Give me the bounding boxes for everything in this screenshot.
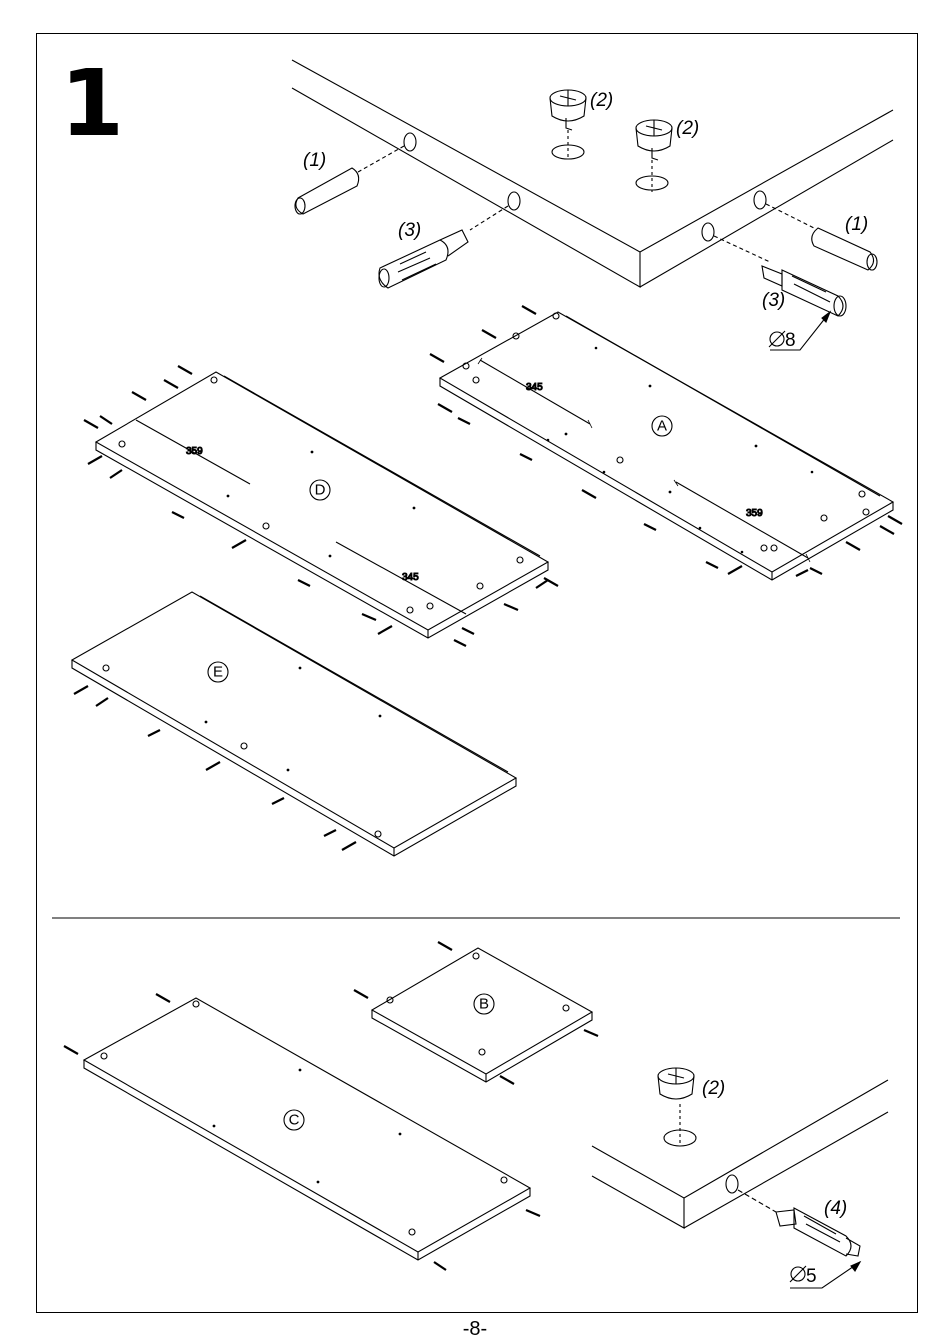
panel-label-a: A bbox=[657, 418, 667, 435]
cam-bolt-icon bbox=[761, 265, 847, 317]
detail-board-bottom bbox=[591, 1079, 889, 1229]
dowels-panel-d bbox=[83, 365, 559, 647]
cam-bolt-callout: (3) bbox=[398, 220, 421, 241]
diameter-8-label: 8 bbox=[785, 330, 796, 351]
dowel-icon bbox=[294, 167, 360, 215]
cam-bolt-icon bbox=[378, 229, 469, 289]
diameter-5-leader bbox=[789, 1260, 862, 1289]
dimension-345-d: 345 bbox=[402, 572, 419, 583]
dowels-panel-e bbox=[73, 685, 357, 851]
detail-board-top bbox=[291, 59, 894, 288]
panel-d bbox=[94, 371, 550, 639]
panel-e bbox=[70, 591, 518, 857]
cam-lock-callout-3: (2) bbox=[702, 1078, 725, 1099]
dowel-icon bbox=[811, 227, 878, 271]
dowels-panel-b bbox=[353, 941, 599, 1085]
panel-b bbox=[370, 947, 594, 1083]
panel-c bbox=[82, 997, 532, 1261]
cam-bolt-callout-2: (3) bbox=[762, 290, 785, 311]
dowel-callout: (1) bbox=[303, 150, 326, 171]
dimension-345: 345 bbox=[526, 382, 543, 393]
diameter-8-leader bbox=[768, 310, 832, 351]
panel-label-e: E bbox=[213, 664, 223, 681]
cam-lock-icon bbox=[635, 119, 673, 192]
dimension-359: 359 bbox=[746, 508, 763, 519]
panel-label-d: D bbox=[315, 482, 326, 499]
diameter-5-label: 5 bbox=[806, 1266, 817, 1287]
dowels-panel-a bbox=[429, 305, 903, 577]
cam-lock-icon bbox=[549, 89, 587, 160]
panel-a bbox=[438, 311, 895, 581]
panel-label-b: B bbox=[479, 996, 489, 1013]
dowels-panel-c bbox=[63, 993, 541, 1271]
cam-lock-icon bbox=[657, 1067, 697, 1147]
short-bolt-icon bbox=[775, 1207, 861, 1257]
step-number: 1 bbox=[60, 50, 124, 157]
page-number: -8- bbox=[462, 1318, 488, 1340]
short-bolt-callout: (4) bbox=[824, 1198, 847, 1219]
instruction-frame bbox=[36, 33, 918, 1313]
cam-lock-callout: (2) bbox=[590, 90, 613, 111]
dimension-359-d: 359 bbox=[186, 446, 203, 457]
cam-lock-callout-2: (2) bbox=[676, 118, 699, 139]
panel-label-c: C bbox=[289, 1112, 300, 1129]
dowel-callout-2: (1) bbox=[845, 214, 868, 235]
